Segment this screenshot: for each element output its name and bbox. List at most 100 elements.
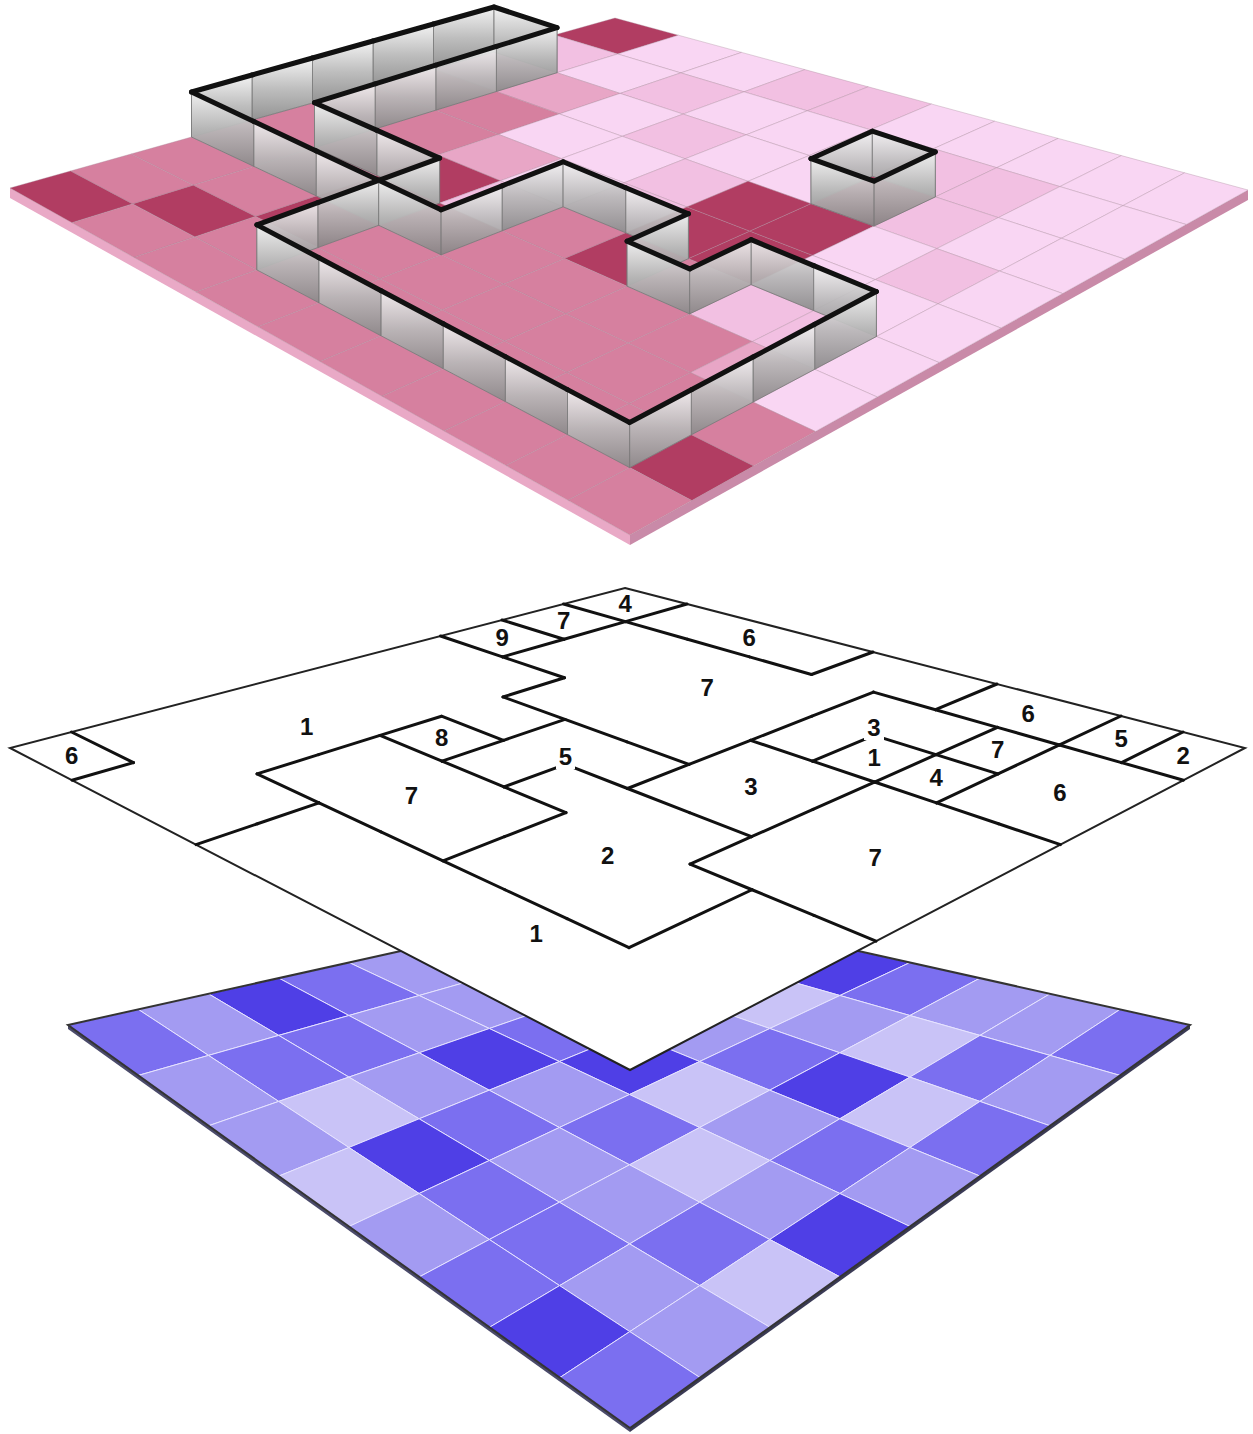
raised-wall bbox=[496, 28, 557, 92]
region-border bbox=[690, 813, 752, 837]
region-border bbox=[999, 824, 1061, 845]
region-border bbox=[629, 919, 691, 948]
region-border bbox=[626, 622, 688, 640]
wall-top-edge bbox=[568, 390, 630, 423]
region-border bbox=[936, 684, 998, 710]
grid-cell bbox=[560, 1332, 700, 1428]
region-border bbox=[503, 657, 565, 678]
raised-wall bbox=[815, 292, 877, 370]
region-border bbox=[567, 919, 629, 948]
raised-wall bbox=[630, 390, 692, 468]
region-number: 6 bbox=[1019, 702, 1038, 726]
region-border bbox=[319, 803, 381, 832]
raised-wall bbox=[381, 291, 443, 369]
wall-top-edge bbox=[443, 324, 505, 357]
wall-top-edge bbox=[316, 151, 378, 180]
region-border bbox=[628, 789, 690, 813]
wall-top-edge bbox=[494, 7, 557, 28]
raised-wall bbox=[252, 58, 313, 120]
wall-top-edge bbox=[436, 46, 497, 65]
raised-wall bbox=[568, 390, 630, 468]
region-border bbox=[257, 774, 319, 803]
region-number: 7 bbox=[866, 846, 885, 870]
region-number: 7 bbox=[698, 676, 717, 700]
region-border bbox=[936, 710, 998, 728]
region-border bbox=[257, 755, 319, 774]
region-border bbox=[443, 837, 505, 861]
region-border bbox=[812, 692, 874, 716]
raised-wall bbox=[690, 240, 751, 314]
raised-wall bbox=[751, 240, 814, 311]
raised-wall bbox=[319, 258, 381, 336]
raised-wall bbox=[257, 225, 319, 303]
grid-cell bbox=[568, 468, 692, 535]
wall-top-edge bbox=[563, 162, 626, 188]
region-number: 2 bbox=[598, 844, 617, 868]
raised-wall bbox=[318, 180, 379, 247]
wall-top-edge bbox=[315, 84, 376, 103]
map-sheet bbox=[10, 588, 1245, 1070]
region-number: 4 bbox=[616, 592, 635, 616]
wall-top-edge bbox=[313, 41, 374, 58]
wall-top-edge bbox=[753, 324, 815, 357]
wall-top-edge bbox=[502, 162, 563, 186]
region-border bbox=[503, 697, 565, 719]
region-border bbox=[752, 809, 814, 836]
wall-top-edge bbox=[381, 291, 443, 324]
region-number: 5 bbox=[1112, 727, 1131, 751]
region-number: 7 bbox=[554, 609, 573, 633]
raised-wall bbox=[441, 186, 502, 255]
region-number: 6 bbox=[62, 744, 81, 768]
height-grid bbox=[10, 7, 1248, 545]
region-border bbox=[751, 740, 813, 761]
region-number: 1 bbox=[527, 922, 546, 946]
region-number: 6 bbox=[740, 626, 759, 650]
wall-top-edge bbox=[254, 121, 316, 150]
wall-top-edge bbox=[377, 130, 440, 158]
raised-wall bbox=[436, 47, 497, 111]
region-border bbox=[813, 782, 875, 809]
wall-top-edge bbox=[811, 131, 872, 159]
region-number: 2 bbox=[1174, 744, 1193, 768]
raised-wall bbox=[563, 162, 626, 233]
raised-wall bbox=[192, 92, 254, 166]
region-border bbox=[751, 716, 813, 740]
wall-top-edge bbox=[252, 58, 313, 75]
wall-top-edge bbox=[815, 292, 877, 325]
wall-top-edge bbox=[257, 203, 318, 225]
region-border bbox=[689, 740, 751, 764]
region-number: 7 bbox=[988, 738, 1007, 762]
region-border bbox=[505, 813, 567, 837]
wall-top-edge bbox=[373, 24, 434, 41]
region-border bbox=[937, 803, 999, 824]
wall-top-edge bbox=[318, 180, 379, 202]
region-border bbox=[690, 837, 752, 864]
region-number: 6 bbox=[1050, 781, 1069, 805]
raised-wall bbox=[379, 180, 441, 255]
region-border bbox=[690, 864, 752, 890]
raised-wall bbox=[811, 159, 874, 226]
wall-top-edge bbox=[627, 214, 688, 242]
region-border bbox=[505, 890, 567, 919]
region-border bbox=[504, 719, 566, 740]
wall-top-edge bbox=[690, 240, 751, 269]
raised-wall bbox=[691, 357, 753, 435]
raised-wall bbox=[874, 152, 935, 226]
wall-top-edge bbox=[441, 186, 502, 210]
region-border bbox=[565, 719, 627, 741]
wall-top-edge bbox=[319, 258, 381, 291]
region-border bbox=[812, 652, 874, 674]
wall-top-edge bbox=[192, 75, 253, 92]
region-number: 5 bbox=[556, 745, 575, 769]
wall-top-edge bbox=[874, 152, 935, 181]
region-number: 3 bbox=[864, 716, 883, 740]
wall-top-edge bbox=[192, 92, 254, 121]
region-border bbox=[627, 742, 689, 764]
region-number: 1 bbox=[865, 746, 884, 770]
region-border bbox=[752, 890, 814, 916]
region-number: 9 bbox=[493, 626, 512, 650]
region-border bbox=[814, 915, 876, 941]
wall-top-edge bbox=[627, 241, 690, 269]
wall-top-edge bbox=[434, 7, 495, 24]
